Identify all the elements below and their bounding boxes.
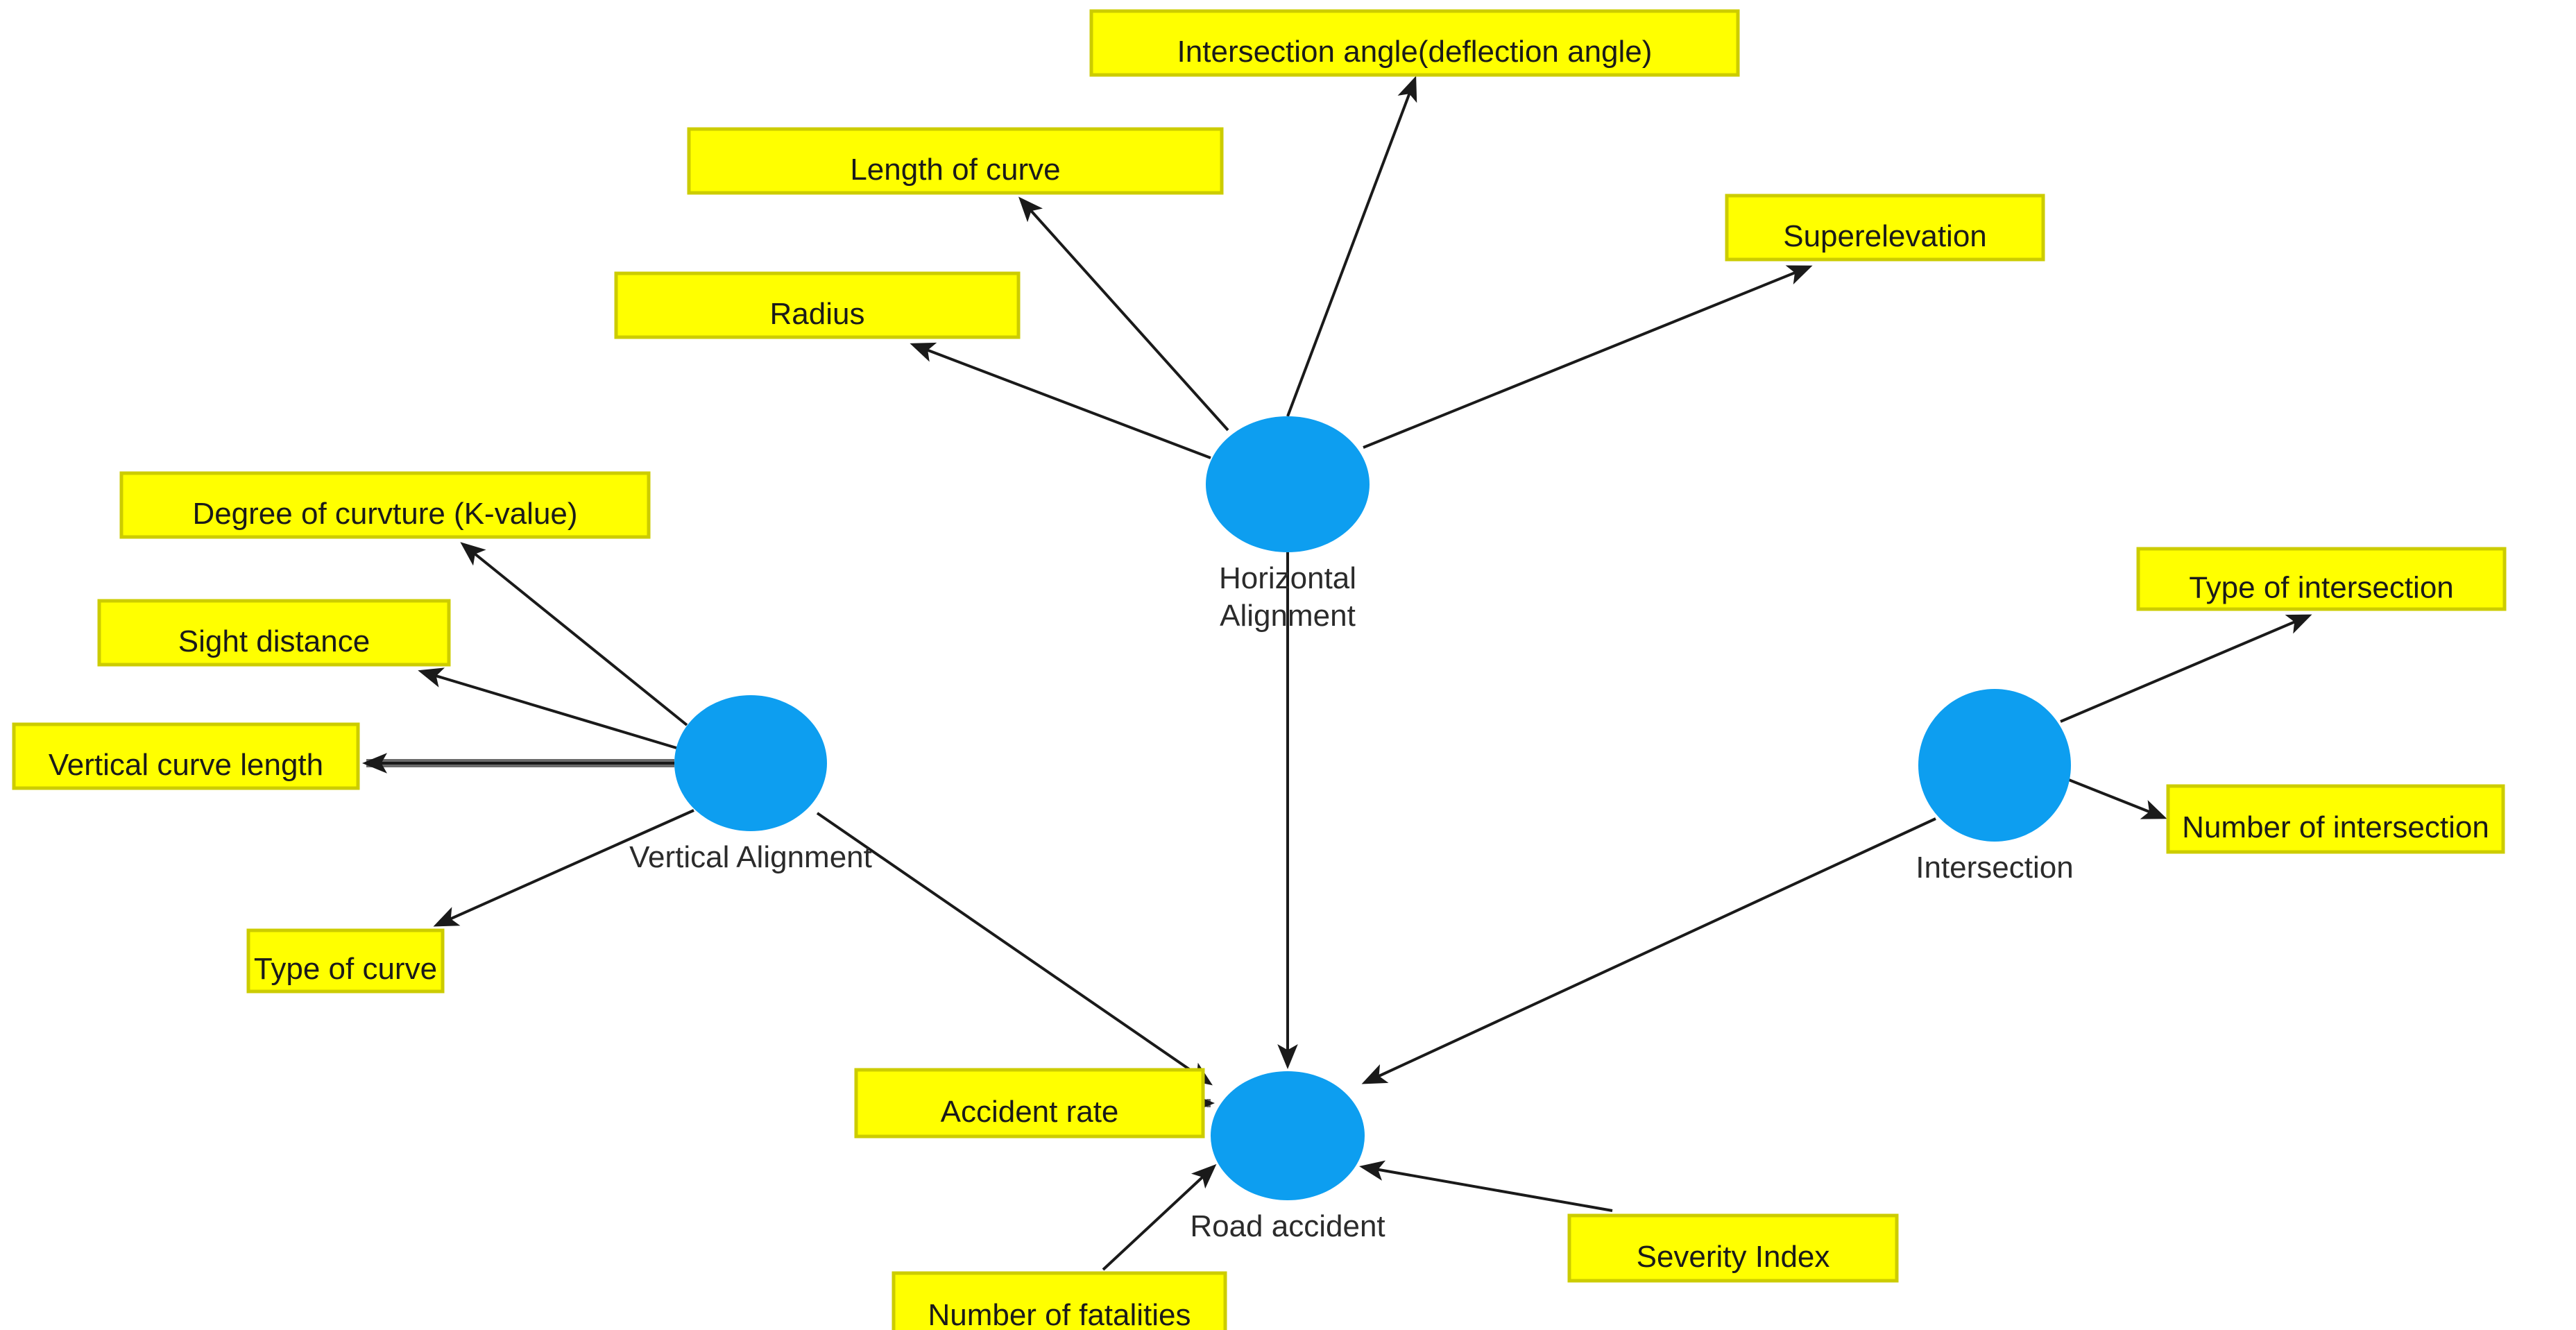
attribute-box-radius[interactable]: Radius — [614, 271, 1021, 339]
edge-int-to-road-accident — [1361, 817, 1936, 1084]
attribute-box-rect-vertical-curve-length[interactable] — [12, 722, 360, 790]
node-shape-vertical-alignment[interactable] — [674, 695, 827, 831]
boxes-layer: Intersection angle(deflection angle) Leng… — [12, 9, 2507, 1330]
node-label-vertical-alignment: Vertical Alignment — [629, 840, 872, 874]
attribute-box-label-superelevation: Superelevation — [1783, 219, 1987, 253]
node-road-accident[interactable]: Road accident — [1190, 1071, 1385, 1243]
node-shape-road-accident[interactable] — [1211, 1071, 1365, 1200]
attribute-box-rect-type-of-intersection[interactable] — [2136, 547, 2507, 611]
attribute-box-rect-superelevation[interactable] — [1725, 194, 2045, 262]
node-shape-horizontal-alignment[interactable] — [1206, 416, 1370, 552]
edge-ha-to-length-of-curve — [1018, 196, 1229, 432]
node-label-horizontal-alignment: Horizontal — [1219, 561, 1356, 595]
edge-int-to-type-of-intersection — [2060, 614, 2312, 723]
attribute-box-label-number-of-fatalities: Number of fatalities — [928, 1298, 1191, 1330]
attribute-box-vertical-curve-length[interactable]: Vertical curve length — [12, 722, 360, 790]
edge-severity-index-to-road-accident — [1359, 1160, 1613, 1212]
attribute-box-type-of-intersection[interactable]: Type of intersection — [2136, 547, 2507, 611]
attribute-box-rect-type-of-curve[interactable] — [246, 928, 445, 994]
attribute-box-number-of-intersection[interactable]: Number of intersection — [2166, 784, 2505, 854]
edges-layer — [362, 76, 2312, 1271]
attribute-box-number-of-fatalities[interactable]: Number of fatalities — [892, 1271, 1227, 1330]
attribute-box-type-of-curve[interactable]: Type of curve — [246, 928, 445, 994]
node-label-road-accident: Road accident — [1190, 1209, 1385, 1243]
attribute-box-label-accident-rate: Accident rate — [941, 1095, 1119, 1129]
node-label-intersection: Intersection — [1916, 851, 2073, 885]
edge-va-to-type-of-curve — [433, 809, 694, 927]
attribute-box-rect-accident-rate[interactable] — [854, 1068, 1205, 1139]
attribute-box-label-radius: Radius — [770, 297, 865, 331]
attribute-box-rect-intersection-angle[interactable] — [1089, 9, 1740, 77]
attribute-box-label-degree-of-curvture: Degree of curvture (K-value) — [192, 497, 577, 531]
node-label2-horizontal-alignment: Alignment — [1220, 599, 1356, 633]
attribute-box-degree-of-curvture[interactable]: Degree of curvture (K-value) — [119, 471, 651, 539]
attribute-box-label-length-of-curve: Length of curve — [850, 153, 1060, 187]
attribute-box-rect-degree-of-curvture[interactable] — [119, 471, 651, 539]
attribute-box-label-number-of-intersection: Number of intersection — [2182, 810, 2489, 844]
edge-ha-to-superelevation — [1363, 265, 1813, 449]
attribute-box-severity-index[interactable]: Severity Index — [1567, 1213, 1899, 1283]
edge-number-of-fatalities-to-road-accident — [1102, 1163, 1217, 1271]
edge-va-to-degree — [460, 542, 688, 726]
node-intersection[interactable]: Intersection — [1916, 689, 2074, 885]
node-vertical-alignment[interactable]: Vertical Alignment — [629, 695, 872, 874]
edge-ha-to-intersection-angle — [1286, 76, 1417, 417]
attribute-box-accident-rate[interactable]: Accident rate — [854, 1068, 1205, 1139]
edge-va-to-sight-distance — [418, 667, 677, 749]
attribute-box-label-vertical-curve-length: Vertical curve length — [49, 748, 323, 782]
attribute-box-label-sight-distance: Sight distance — [178, 624, 370, 658]
edge-ha-to-radius — [910, 342, 1211, 459]
attribute-box-label-severity-index: Severity Index — [1637, 1240, 1830, 1274]
attribute-box-label-intersection-angle: Intersection angle(deflection angle) — [1177, 35, 1653, 69]
node-shape-intersection[interactable] — [1918, 689, 2071, 842]
attribute-box-rect-length-of-curve[interactable] — [687, 127, 1224, 195]
attribute-box-rect-severity-index[interactable] — [1567, 1213, 1899, 1283]
attribute-box-rect-number-of-fatalities[interactable] — [892, 1271, 1227, 1330]
attribute-box-superelevation[interactable]: Superelevation — [1725, 194, 2045, 262]
attribute-box-rect-number-of-intersection[interactable] — [2166, 784, 2505, 854]
attribute-box-sight-distance[interactable]: Sight distance — [97, 599, 451, 667]
attribute-box-length-of-curve[interactable]: Length of curve — [687, 127, 1224, 195]
attribute-box-intersection-angle[interactable]: Intersection angle(deflection angle) — [1089, 9, 1740, 77]
attribute-box-rect-sight-distance[interactable] — [97, 599, 451, 667]
attribute-box-label-type-of-intersection: Type of intersection — [2189, 571, 2454, 605]
edge-int-to-number-of-intersection — [2061, 776, 2167, 819]
attribute-box-rect-radius[interactable] — [614, 271, 1021, 339]
edge-va-to-road-accident — [816, 812, 1213, 1086]
attribute-box-label-type-of-curve: Type of curve — [254, 952, 437, 986]
